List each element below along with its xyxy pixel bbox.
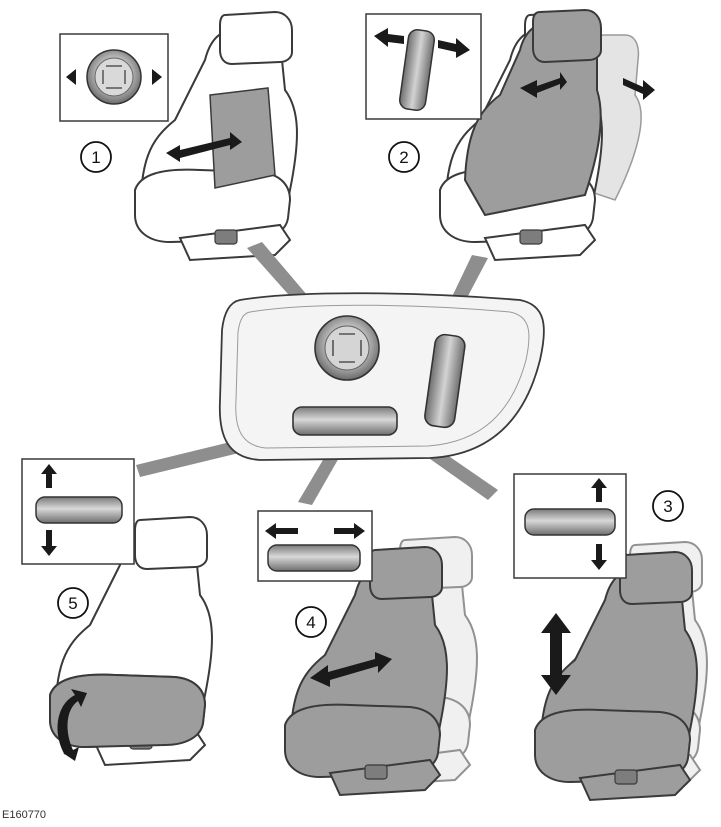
callout-5-label: 5 bbox=[68, 594, 77, 613]
recline-arrows-icon bbox=[520, 72, 655, 100]
arrow-back-icon bbox=[265, 523, 298, 539]
fore-aft-switch-icon bbox=[267, 544, 361, 572]
cushion-tilt-arrow-icon bbox=[57, 689, 87, 761]
arrow-down-icon bbox=[41, 530, 57, 556]
cushion-tilt-switch-icon bbox=[35, 496, 123, 524]
panel-backrest-switch[interactable] bbox=[424, 333, 467, 429]
callout-4-label: 4 bbox=[306, 613, 315, 632]
arrow-down-icon bbox=[591, 544, 607, 570]
seat-5-illustration bbox=[49, 516, 213, 766]
fore-aft-arrow-icon bbox=[310, 652, 392, 687]
inset-fore-aft bbox=[257, 510, 373, 582]
seat-4-illustration bbox=[284, 536, 478, 796]
lumbar-highlight bbox=[209, 87, 276, 189]
figure-id: E160770 bbox=[2, 809, 47, 821]
callout-2-label: 2 bbox=[399, 148, 408, 167]
callout-4: 4 bbox=[295, 606, 327, 638]
inset-seat-height bbox=[513, 473, 627, 579]
callout-2: 2 bbox=[388, 141, 420, 173]
arrow-right-icon bbox=[152, 69, 162, 85]
backrest-switch-icon bbox=[398, 28, 436, 112]
inset-lumbar-knob bbox=[59, 33, 169, 122]
arrow-forward-icon bbox=[334, 523, 365, 539]
arrow-up-icon bbox=[591, 478, 607, 502]
panel-cushion-switch[interactable] bbox=[292, 406, 398, 436]
arrow-tilt-forward-icon bbox=[438, 38, 470, 58]
height-arrow-icon bbox=[541, 613, 571, 695]
lumbar-arrow-icon bbox=[166, 132, 242, 162]
seat-1-illustration bbox=[134, 11, 298, 261]
height-switch-icon bbox=[524, 508, 616, 536]
callout-3: 3 bbox=[652, 490, 684, 522]
callout-5: 5 bbox=[57, 587, 89, 619]
inset-backrest-switch bbox=[365, 13, 482, 120]
control-panel bbox=[218, 292, 545, 461]
arrow-tilt-back-icon bbox=[374, 28, 404, 47]
inset-cushion-tilt bbox=[21, 458, 135, 565]
callout-1-label: 1 bbox=[91, 148, 100, 167]
callout-3-label: 3 bbox=[663, 497, 672, 516]
seat-2-illustration bbox=[439, 8, 655, 261]
callout-1: 1 bbox=[80, 141, 112, 173]
arrow-left-icon bbox=[66, 69, 76, 85]
arrow-up-icon bbox=[41, 464, 57, 488]
